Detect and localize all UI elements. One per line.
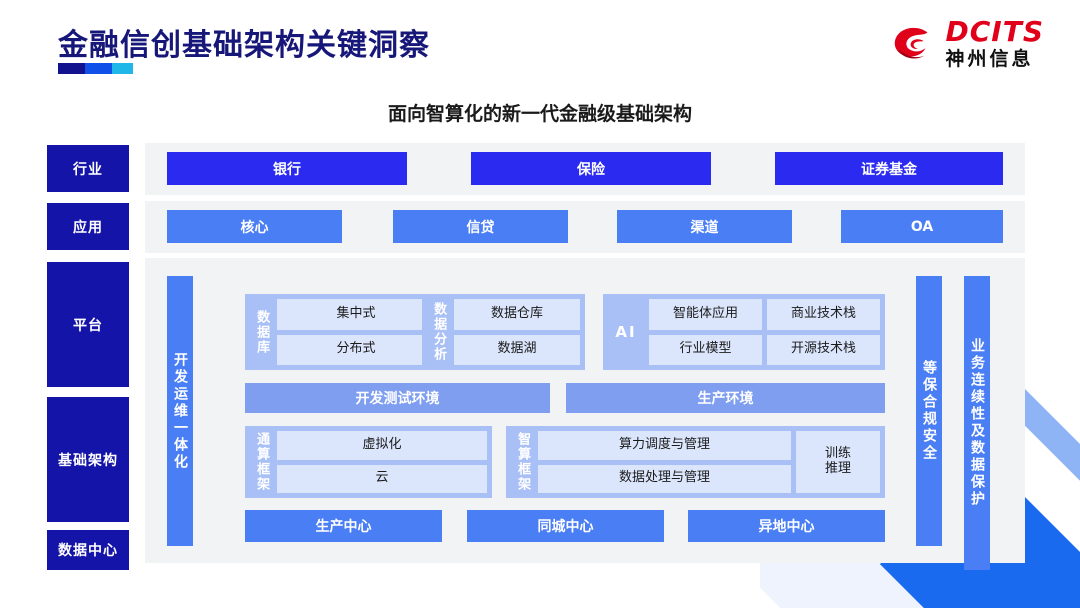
accent-segment-blue	[85, 63, 112, 74]
dcits-swirl-icon	[894, 27, 927, 59]
rail-item-platform[interactable]: 平台	[47, 262, 129, 387]
title-accent-bar	[58, 63, 133, 74]
accent-segment-navy	[58, 63, 85, 74]
application-oa[interactable]: OA	[841, 210, 1003, 243]
general-compute-cloud[interactable]: 云	[277, 464, 487, 493]
intelligent-compute-group: 智算框架 算力调度与管理 数据处理与管理 训练 推理	[506, 426, 885, 498]
general-compute-label: 通算框架	[254, 432, 270, 492]
general-compute-virtualization[interactable]: 虚拟化	[277, 431, 487, 460]
database-distributed[interactable]: 分布式	[277, 334, 435, 365]
logo-wordmark-cn: 神州信息	[945, 48, 1034, 70]
industry-panel: 银行 保险 证券基金	[145, 143, 1025, 195]
intelligent-compute-scheduling[interactable]: 算力调度与管理	[538, 431, 791, 460]
environment-devtest[interactable]: 开发测试环境	[245, 383, 550, 413]
general-compute-group: 通算框架 虚拟化 云	[245, 426, 492, 498]
application-core[interactable]: 核心	[167, 210, 342, 243]
database-group: 数据库 集中式 分布式	[245, 294, 440, 370]
analytics-datalake[interactable]: 数据湖	[454, 334, 580, 365]
analytics-warehouse[interactable]: 数据仓库	[454, 299, 580, 330]
ai-agent-application[interactable]: 智能体应用	[649, 299, 762, 330]
ai-commercial-stack[interactable]: 商业技术栈	[767, 299, 880, 330]
intelligent-compute-dataproc[interactable]: 数据处理与管理	[538, 464, 791, 493]
rail-item-infrastructure[interactable]: 基础架构	[47, 397, 129, 522]
subtitle: 面向智算化的新一代金融级基础架构	[387, 103, 692, 125]
industry-securities[interactable]: 证券基金	[775, 152, 1003, 185]
application-channel[interactable]: 渠道	[617, 210, 792, 243]
rail-item-industry[interactable]: 行业	[47, 145, 129, 192]
logo-wordmark: DCITS	[945, 15, 1044, 48]
analytics-group: 数据分析 数据仓库 数据湖	[422, 294, 585, 370]
rail-item-datacenter[interactable]: 数据中心	[47, 530, 129, 570]
rail-item-application[interactable]: 应用	[47, 203, 129, 250]
analytics-group-label: 数据分析	[431, 302, 447, 362]
intelligent-compute-train-infer[interactable]: 训练 推理	[796, 431, 880, 493]
datacenter-metro[interactable]: 同城中心	[467, 510, 664, 542]
brand-logo: DCITS 神州信息	[890, 18, 1044, 69]
intelligent-compute-label: 智算框架	[515, 432, 531, 492]
environment-production[interactable]: 生产环境	[566, 383, 885, 413]
devops-column[interactable]: 开发运维一体化	[167, 276, 193, 546]
datacenter-production[interactable]: 生产中心	[245, 510, 442, 542]
page-title: 金融信创基础架构关键洞察	[58, 28, 430, 63]
application-panel: 核心 信贷 渠道 OA	[145, 201, 1025, 253]
ai-opensource-stack[interactable]: 开源技术栈	[767, 334, 880, 365]
accent-segment-cyan	[112, 63, 133, 74]
industry-bank[interactable]: 银行	[167, 152, 407, 185]
database-centralized[interactable]: 集中式	[277, 299, 435, 330]
database-group-label: 数据库	[254, 309, 270, 355]
datacenter-remote[interactable]: 异地中心	[688, 510, 885, 542]
compliance-security-column[interactable]: 等保合规安全	[916, 276, 942, 546]
ai-group-label: AI	[615, 322, 637, 341]
ai-group: AI 智能体应用 商业技术栈 行业模型 开源技术栈	[603, 294, 885, 370]
ai-industry-model[interactable]: 行业模型	[649, 334, 762, 365]
application-credit[interactable]: 信贷	[393, 210, 568, 243]
business-continuity-column[interactable]: 业务连续性及数据保护	[964, 276, 990, 570]
industry-insurance[interactable]: 保险	[471, 152, 711, 185]
platform-infrastructure-panel: 开发运维一体化 数据库 集中式 分布式 数据分析 数据仓库 数据湖 AI 智能体…	[145, 258, 1025, 563]
